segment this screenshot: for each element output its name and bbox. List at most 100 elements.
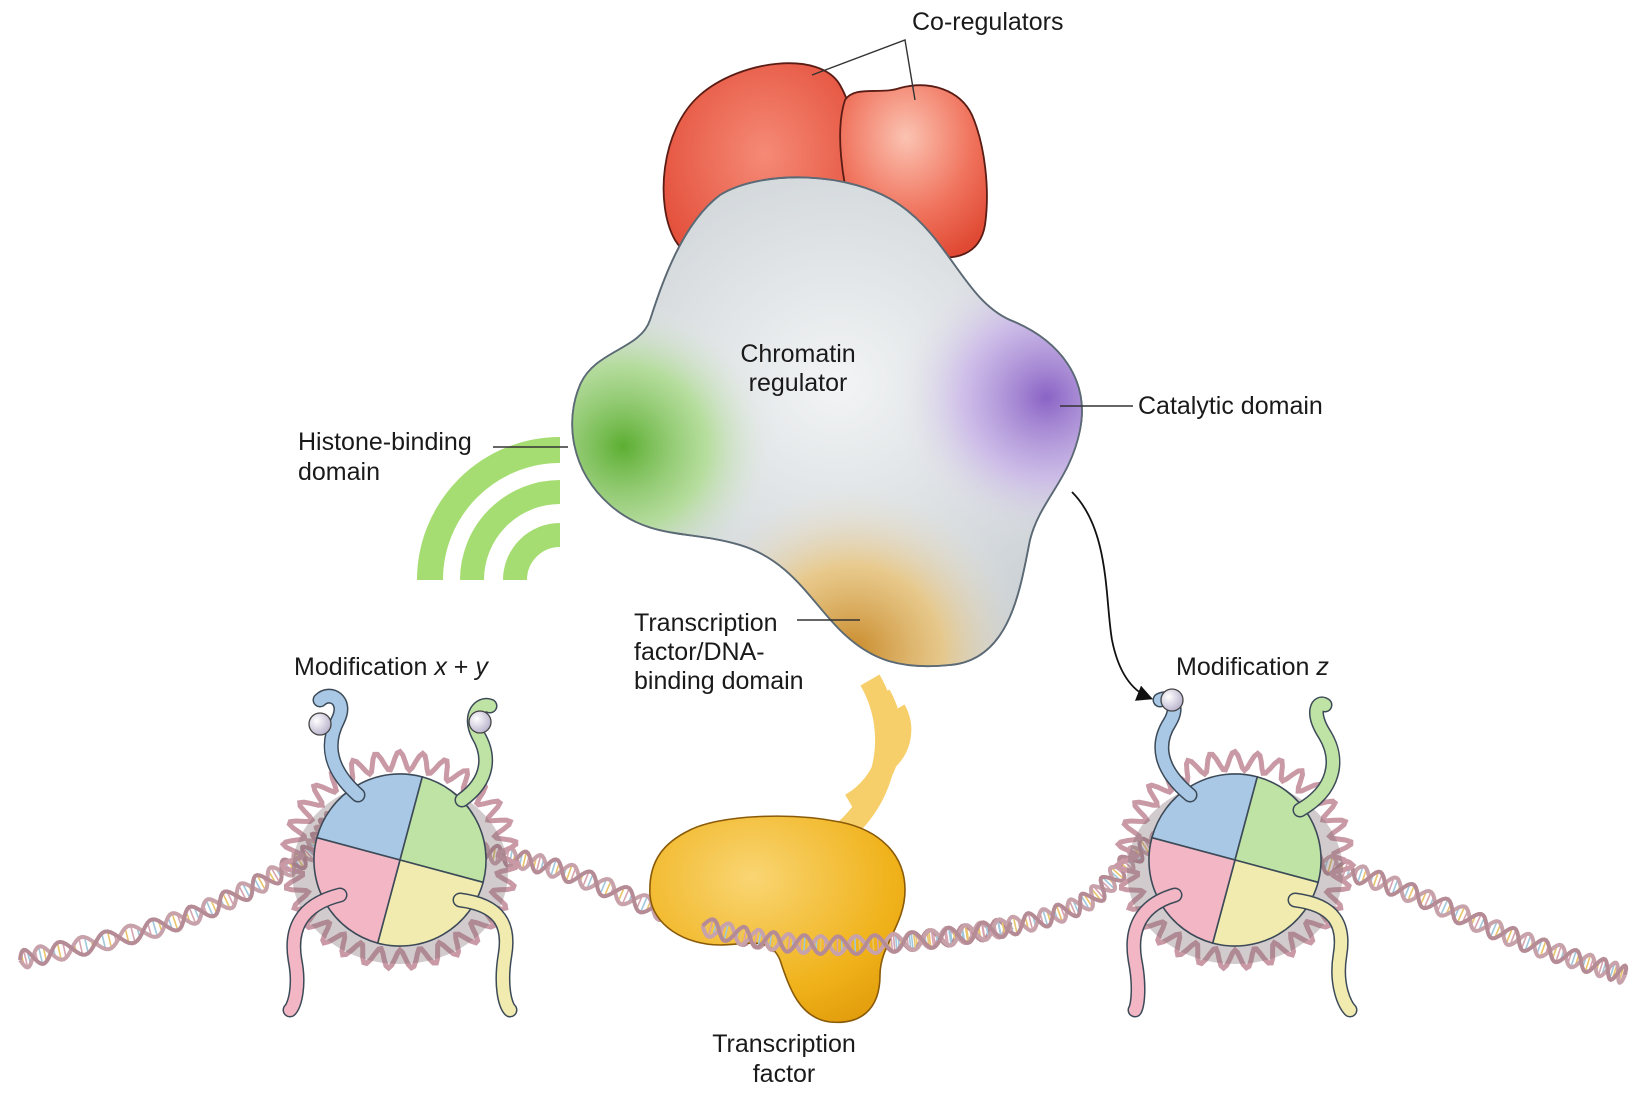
tf-dna-binding-label-line2: factor/DNA- [634,638,765,666]
dna-base-pair [1423,891,1432,909]
dna-base-pair [151,919,159,937]
histone-tail [454,894,516,1016]
dna-base-pair [1139,839,1151,855]
dna-base-pair [1391,878,1399,895]
modification-bead [308,712,332,736]
dna-base-pair [171,913,179,931]
dna-base-pair [83,936,89,954]
dna-base-pair [1584,954,1592,973]
chromatin-regulator-label-line1: Chromatin [740,340,855,368]
dna-base-pair [1524,934,1532,952]
histone-tail [1294,698,1339,816]
dna-base-pair [221,892,231,909]
dna-base-pair [565,864,573,882]
dna-base-pair [1407,884,1416,902]
histone-tail [1127,889,1181,1016]
chromatin-regulator [571,176,1083,668]
chromatin-regulator-label-line2: regulator [749,369,848,397]
dna-base-pair [603,880,612,897]
dna-base-pair [892,933,896,952]
tf-dna-binding-label-line3: binding domain [634,667,804,695]
dna-base-pair [205,899,214,917]
dna-base-pair [1456,906,1466,924]
nucleosome-left [278,688,522,1018]
dna-base-pair [890,934,894,952]
dna-base-pair [256,874,267,891]
dna-base-pair [270,866,281,884]
dna-base-pair [521,851,528,870]
dna-base-pair [586,873,594,889]
dna-base-pair [101,933,107,950]
histone-tail [1289,894,1356,1016]
dna-base-pair [1387,877,1395,894]
dna-base-pair [772,932,777,950]
dna-base-pair [787,934,791,952]
dna-base-pair [894,934,898,952]
dna-base-pair [37,946,44,965]
dna-base-pair [1356,866,1364,884]
dna-base-pair [930,929,935,948]
dna-base-pair [854,936,857,954]
dna-base-pair [188,906,197,924]
dna-base-pair [237,885,247,901]
dna-base-pair [1372,871,1380,889]
transcription-factor-label-line2: factor [753,1060,816,1088]
catalytic-arrow [1071,491,1154,701]
dna-base-pair [928,930,932,949]
dna-over-transcription-factor [700,917,1014,957]
dna-base-pair [1473,913,1482,931]
dna-base-pair [1027,912,1034,931]
histone-binding-label-line1: Histone-binding [298,428,472,456]
dna-base-pair [78,938,84,955]
dna-base-pair [1539,939,1547,957]
dna-base-pair [910,932,914,951]
co-regulators-label: Co-regulators [912,8,1063,36]
dna-base-pair [980,922,986,941]
dna-base-pair [581,871,590,888]
dna-base-pair [550,859,557,877]
modification-bead [1160,688,1184,712]
dna-base-pair [1326,856,1334,874]
dna-base-pair [1554,944,1563,963]
dna-base-pair [1110,866,1125,880]
histone-tail [284,889,346,1016]
leader-lines [493,39,1133,621]
dna-base-pair [599,878,608,895]
dna-base-pair [723,923,730,941]
dna-base-pair [738,926,744,945]
histone-yellow-core [376,859,485,947]
dna-strand-b [701,917,1013,957]
dna-base-pair [56,942,62,960]
tf-dna-binding-label-line1: Transcription [634,609,778,637]
catalytic-domain-label: Catalytic domain [1138,392,1323,420]
dna-base-pair [1489,920,1498,938]
nucleosome-right [1113,688,1358,1018]
wrapped-dna-coil [278,748,522,972]
dna-base-pair [876,935,880,953]
dna-base-pair [1055,904,1064,923]
histone-binding-label-line2: domain [298,458,380,486]
dna-base-pair [1041,909,1049,927]
dna-base-pair [1101,876,1116,890]
dna-base-pair [535,854,542,873]
dna-base-pair [1439,898,1449,916]
dna-base-pair [707,919,714,937]
dna-base-pair [803,935,806,954]
dna-base-pair [947,927,952,946]
dna-base-pair [129,925,136,943]
dna-base-pair [1570,949,1578,968]
histone-tail [456,699,496,806]
histone-yellow-core [1211,859,1320,947]
dna-base-pair [106,931,113,949]
dna-base-pair [241,882,251,899]
modification-xy-label: Modification x + y [294,653,489,681]
dna-base-pair [621,887,631,905]
dna-base-pair [819,935,822,955]
modification-bead [468,710,492,734]
dna-base-pair [964,924,969,944]
modification-z-label: Modification z [1176,653,1329,681]
dna-base-pair [996,919,1002,938]
dna-base-pair [872,935,875,953]
dna-base-pair [912,932,917,950]
